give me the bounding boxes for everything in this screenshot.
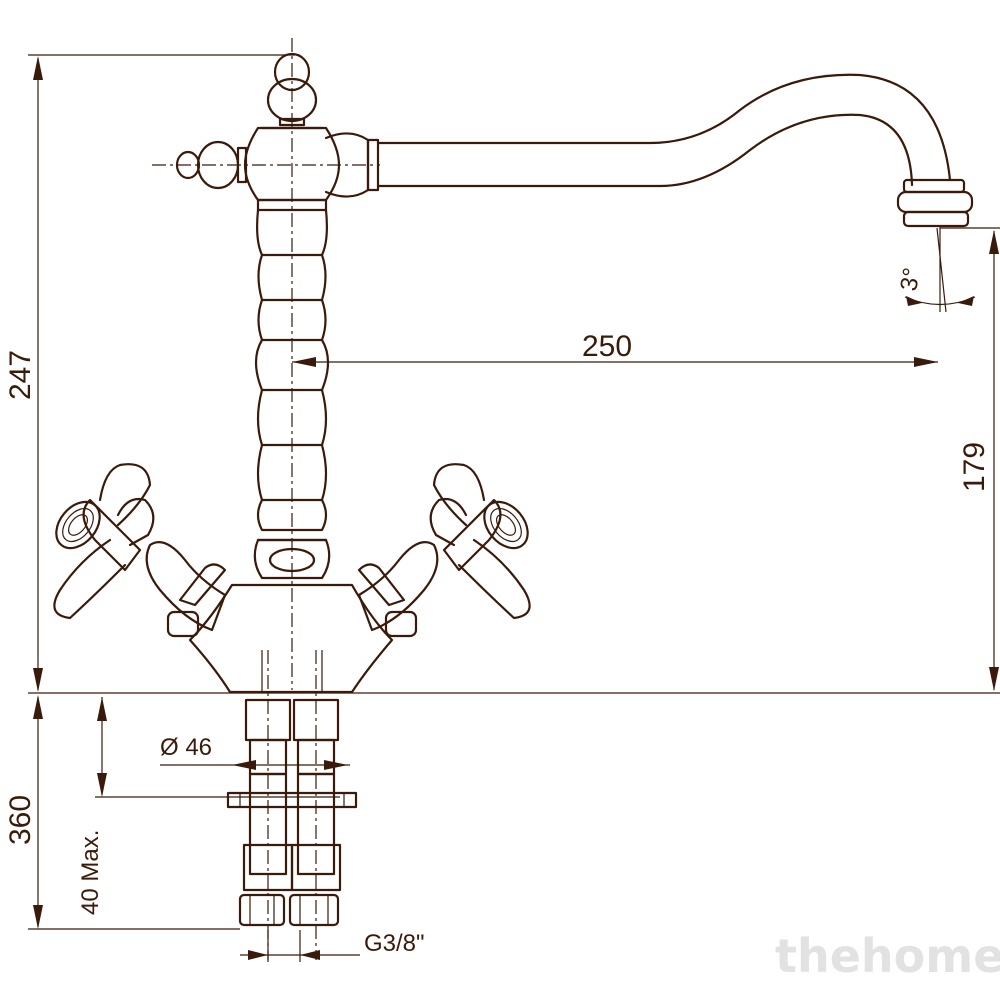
- dim-thread-label: G3/8": [364, 930, 425, 957]
- column-nut: [253, 538, 331, 580]
- mounting-bracket: [226, 791, 358, 809]
- dim-spout-reach: [292, 357, 938, 367]
- dim-thread: [240, 930, 360, 962]
- dim-spout-height-label: 179: [958, 442, 991, 492]
- dim-total-height-label: 247: [4, 350, 37, 400]
- right-hose: [288, 698, 342, 927]
- top-finial: [266, 52, 318, 127]
- dim-spout-angle-label: 3°: [895, 266, 926, 293]
- dim-spout-angle: [904, 225, 976, 313]
- right-handle-cap: [483, 500, 529, 550]
- dim-max-thickness: [95, 697, 340, 798]
- dim-base-diameter-label: Ø 46: [160, 734, 212, 761]
- dim-total-height: [33, 56, 43, 692]
- spout-collar: [324, 132, 380, 198]
- dim-base-diameter: [160, 760, 350, 770]
- left-handle-cap: [55, 500, 101, 550]
- aerator: [896, 178, 974, 228]
- dim-max-thickness-label: 40 Max.: [77, 830, 104, 915]
- left-handle: [53, 463, 227, 638]
- dim-spout-reach-label: 250: [582, 330, 632, 363]
- side-knob: [175, 140, 248, 190]
- faucet-base: [188, 583, 394, 694]
- left-hose: [238, 698, 294, 927]
- dim-hose-length-label: 360: [4, 795, 37, 845]
- right-handle: [357, 463, 531, 638]
- dim-spout-height: [940, 227, 1000, 691]
- dim-hose-length: [28, 695, 240, 930]
- watermark-logo: thehome: [775, 929, 1000, 983]
- faucet-column: [254, 198, 330, 532]
- spout: [376, 73, 974, 228]
